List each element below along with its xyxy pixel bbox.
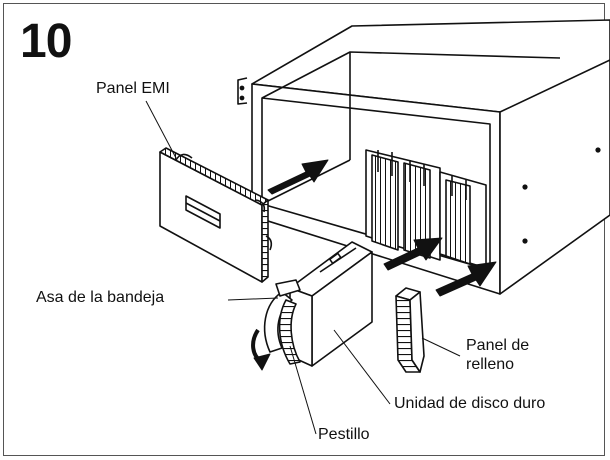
- label-emi-panel: Panel EMI: [96, 80, 170, 97]
- insertion-arrows: [267, 159, 497, 297]
- arrow-filler-bay: [435, 261, 497, 297]
- leader-lines: [145, 100, 461, 435]
- hard-disk-drive: [289, 241, 373, 367]
- arrow-emi-panel: [267, 159, 329, 195]
- label-hard-disk-drive: Unidad de disco duro: [394, 395, 546, 412]
- filler-panel: [395, 287, 425, 373]
- rotation-arrow: [251, 328, 271, 371]
- label-filler-panel-line1: Panel de: [466, 337, 530, 354]
- arrow-drive-bay: [383, 237, 443, 271]
- label-tray-handle: Asa de la bandeja: [36, 289, 165, 306]
- emi-panel: [159, 147, 273, 283]
- label-filler-panel-line2: relleno: [466, 356, 515, 373]
- label-latch: Pestillo: [318, 426, 370, 443]
- tray-handle: [263, 279, 301, 365]
- step-number: 10: [20, 15, 72, 68]
